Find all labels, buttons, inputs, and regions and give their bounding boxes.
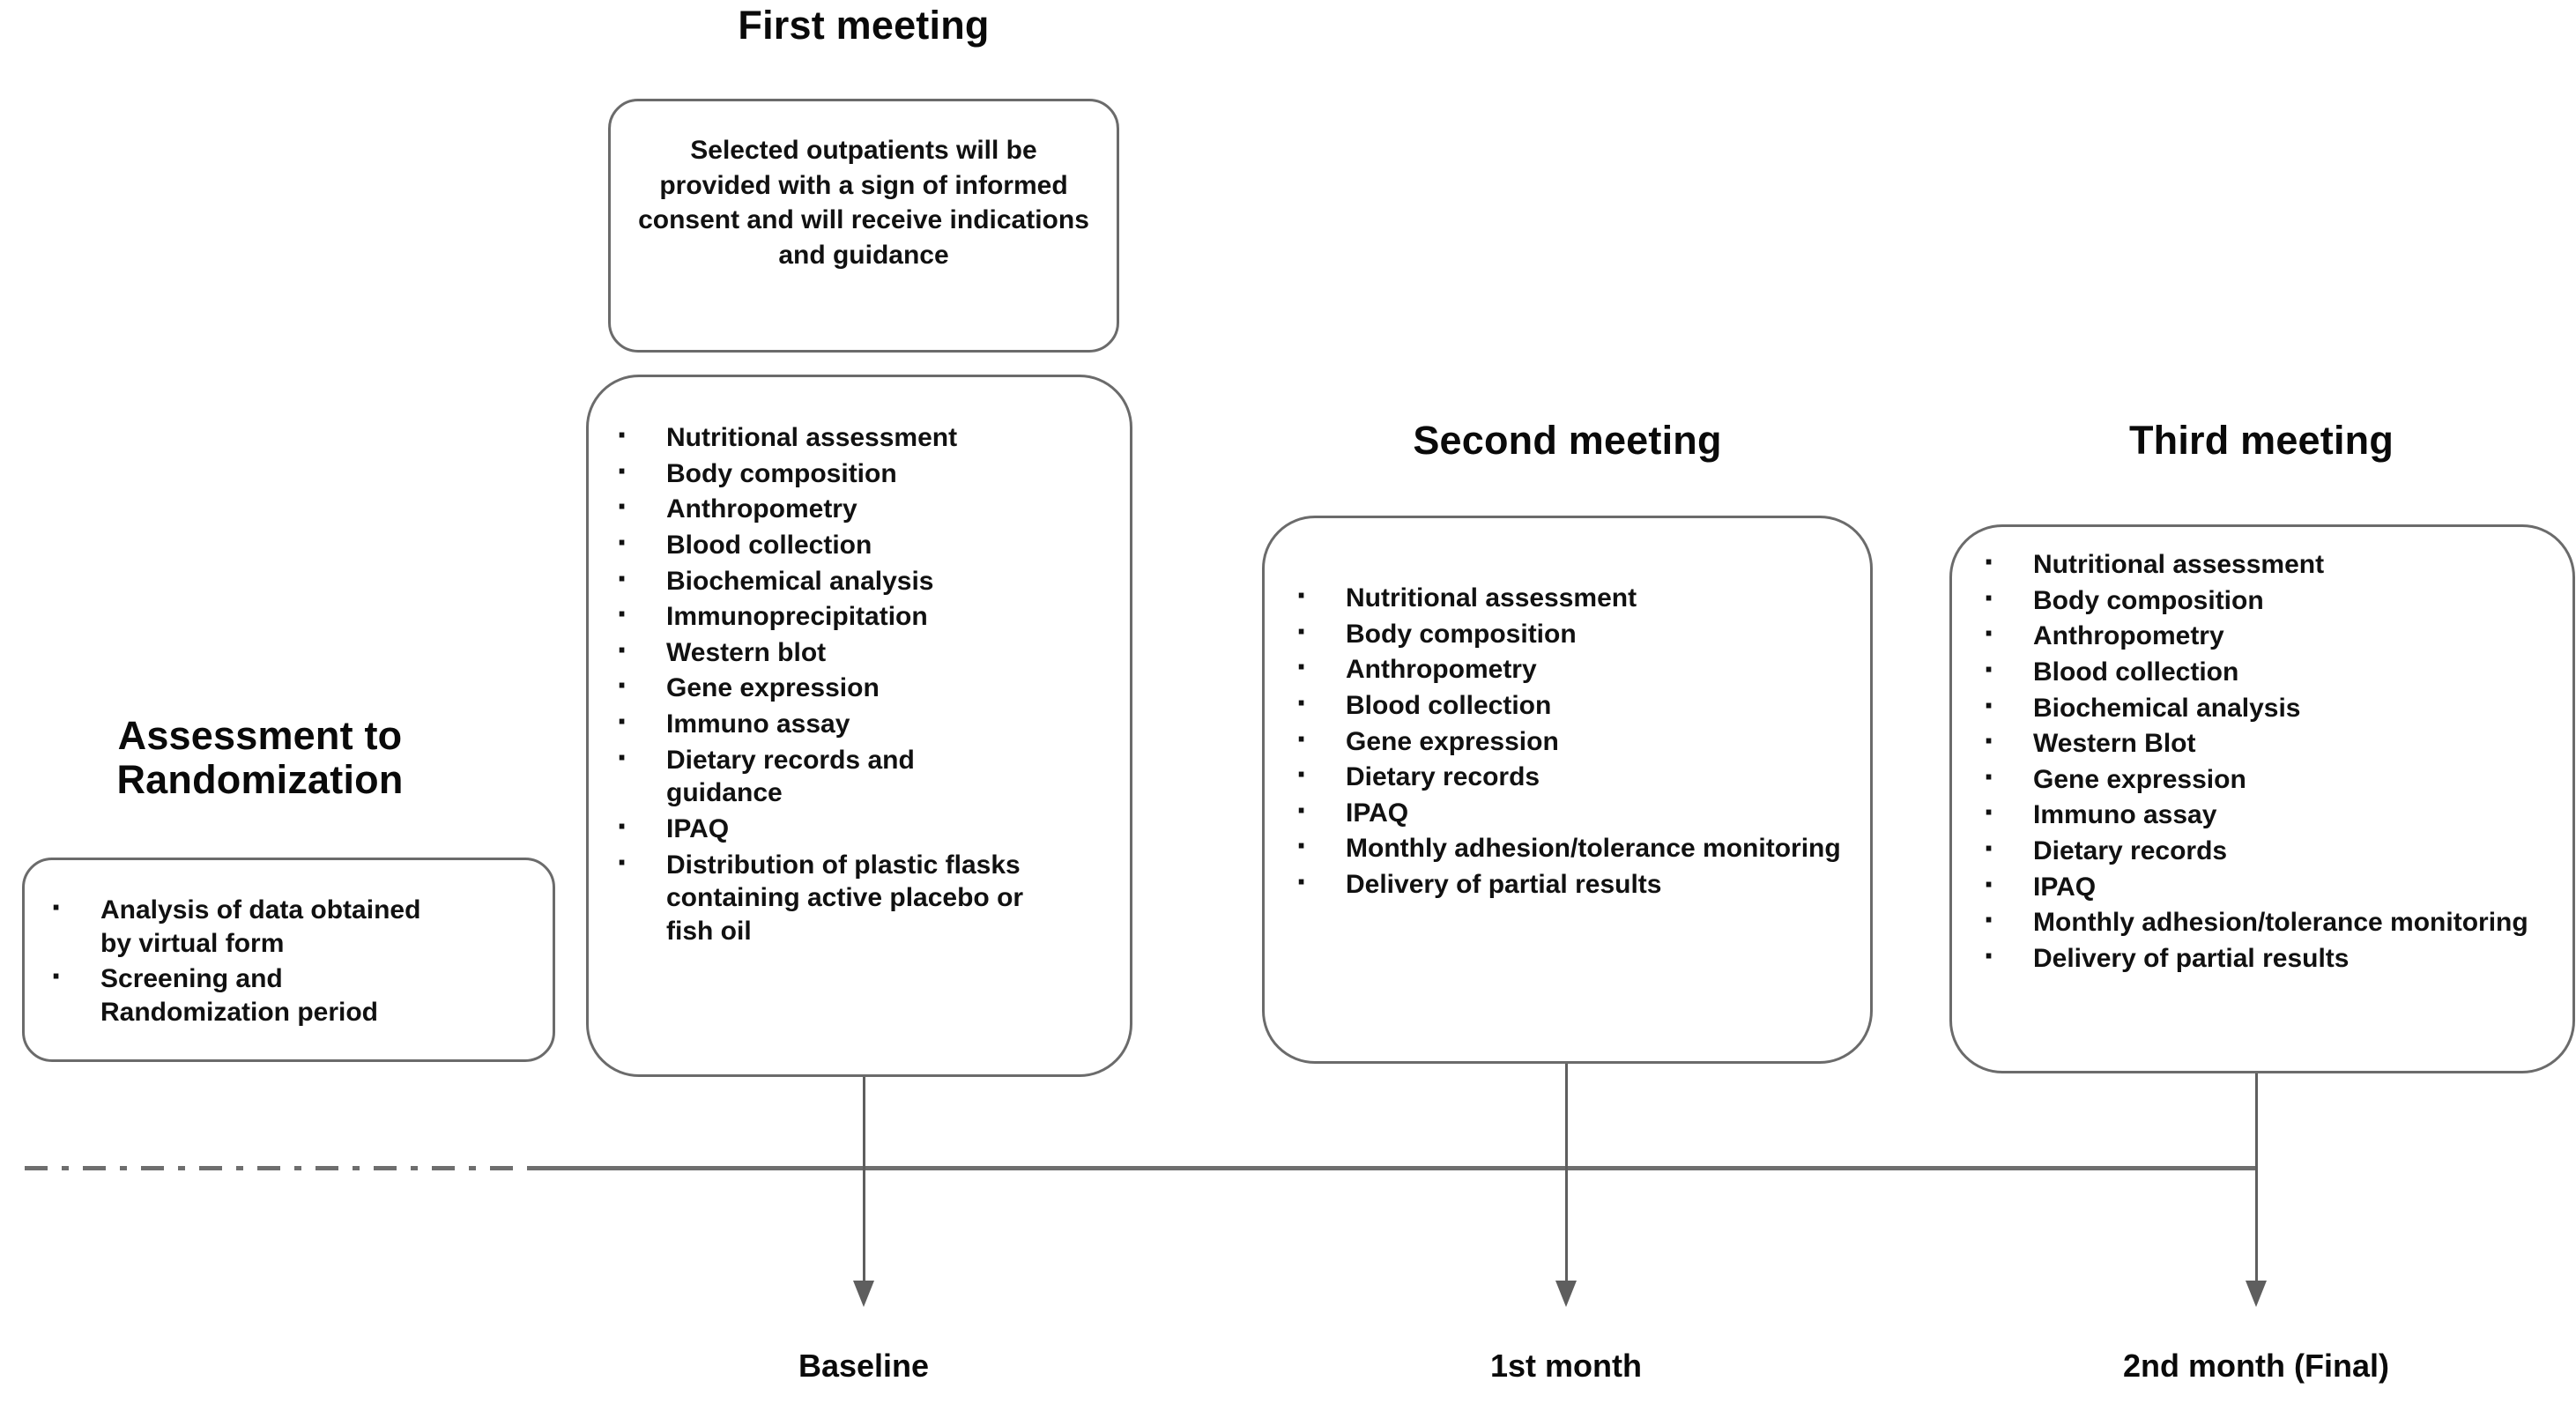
list-item: Nutritional assessment (612, 413, 1105, 457)
timeline-dashed-segment (25, 1166, 536, 1170)
month1-arrow-stem (1565, 1064, 1568, 1284)
list-item: Dietary records and guidance (612, 736, 1036, 810)
first-meeting-heading: First meeting (738, 3, 990, 48)
list-item: Body composition (1978, 576, 2560, 620)
list-item: Gene expression (1978, 755, 2560, 799)
list-item: Screening and Randomization period (46, 954, 435, 1029)
list-item: Gene expression (1291, 717, 1855, 761)
first-meeting-list: Nutritional assessment Body composition … (612, 413, 1105, 951)
list-item: Monthly adhesion/tolerance monitoring (1291, 825, 1855, 869)
assessment-box: Analysis of data obtained by virtual for… (22, 858, 555, 1062)
timepoint-label-2nd-month: 2nd month (Final) (2123, 1348, 2389, 1384)
list-item: Dietary records (1978, 827, 2560, 871)
list-item: IPAQ (612, 805, 1105, 849)
list-item: Delivery of partial results (1291, 860, 1855, 904)
assessment-list: Analysis of data obtained by virtual for… (46, 886, 539, 1032)
month2-arrow-stem (2255, 1073, 2258, 1284)
list-item: Western Blot (1978, 719, 2560, 763)
list-item: Western blot (612, 628, 1105, 672)
list-item: Anthropometry (1978, 612, 2560, 656)
third-meeting-box: Nutritional assessment Body composition … (1949, 524, 2575, 1073)
baseline-arrow-head (853, 1281, 874, 1307)
first-meeting-box: Nutritional assessment Body composition … (586, 375, 1132, 1077)
list-item: Dietary records (1291, 753, 1855, 797)
list-item: Body composition (612, 449, 1105, 494)
list-item: Distribution of plastic flasks containin… (612, 841, 1054, 948)
third-meeting-heading: Third meeting (2128, 418, 2394, 463)
list-item: Nutritional assessment (1291, 574, 1855, 618)
list-item: Anthropometry (612, 485, 1105, 529)
list-item: Analysis of data obtained by virtual for… (46, 886, 453, 960)
list-item: Delivery of partial results (1978, 934, 2560, 978)
list-item: Blood collection (612, 521, 1105, 565)
list-item: IPAQ (1978, 863, 2560, 907)
second-meeting-box: Nutritional assessment Body composition … (1262, 516, 1873, 1064)
list-item: Monthly adhesion/tolerance monitoring (1978, 898, 2560, 942)
list-item: IPAQ (1291, 789, 1855, 833)
list-item: Nutritional assessment (1978, 540, 2560, 584)
informed-consent-box: Selected outpatients will be provided wi… (608, 99, 1119, 353)
list-item: Immuno assay (612, 700, 1105, 744)
third-meeting-list: Nutritional assessment Body composition … (1978, 540, 2560, 978)
assessment-heading: Assessment to Randomization (116, 713, 404, 803)
timeline-solid-segment (529, 1166, 2256, 1170)
informed-consent-text: Selected outpatients will be provided wi… (638, 136, 1089, 270)
list-item: Gene expression (612, 665, 1105, 709)
month2-arrow-head (2246, 1281, 2267, 1307)
baseline-arrow-stem (863, 1077, 865, 1284)
list-item: Body composition (1291, 610, 1855, 654)
month1-arrow-head (1555, 1281, 1577, 1307)
list-item: Anthropometry (1291, 645, 1855, 689)
second-meeting-list: Nutritional assessment Body composition … (1291, 574, 1855, 904)
timepoint-label-1st-month: 1st month (1489, 1348, 1643, 1384)
list-item: Biochemical analysis (1978, 684, 2560, 728)
timepoint-label-baseline: Baseline (798, 1348, 930, 1384)
list-item: Blood collection (1978, 648, 2560, 692)
list-item: Biochemical analysis (612, 557, 1105, 601)
second-meeting-heading: Second meeting (1413, 418, 1722, 463)
list-item: Immunoprecipitation (612, 592, 1105, 636)
list-item: Blood collection (1291, 681, 1855, 725)
list-item: Immuno assay (1978, 791, 2560, 835)
